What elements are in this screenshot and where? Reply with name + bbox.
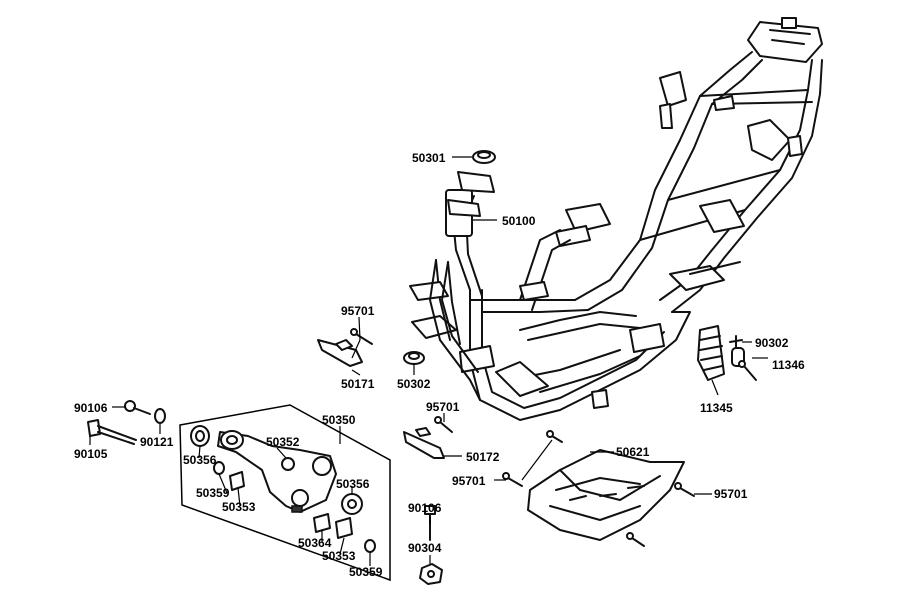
part-90121-washer — [154, 408, 166, 424]
part-50302-grommet — [403, 351, 425, 365]
part-11346-screw — [738, 360, 757, 381]
label-95701-c: 95701 — [452, 474, 486, 488]
part-50364-bolt — [313, 513, 331, 533]
label-50353-b: 50353 — [322, 549, 356, 563]
part-50301-grommet — [472, 150, 496, 164]
label-95701-d: 95701 — [714, 487, 748, 501]
label-50359-a: 50359 — [196, 486, 230, 500]
label-50621: 50621 — [616, 445, 650, 459]
label-50172: 50172 — [466, 450, 500, 464]
label-11346: 11346 — [772, 358, 805, 372]
label-50352: 50352 — [266, 435, 300, 449]
part-50359-collar-b — [364, 539, 376, 553]
label-90106-b: 90106 — [408, 501, 442, 515]
leader-lines — [89, 156, 768, 566]
label-50350: 50350 — [322, 413, 356, 427]
part-50353-collar-b — [335, 517, 353, 539]
part-90105-long-bolt — [87, 419, 137, 445]
part-50352-stopper — [281, 457, 295, 471]
label-90106-a: 90106 — [74, 401, 108, 415]
label-90304: 90304 — [408, 541, 442, 555]
label-90302: 90302 — [755, 336, 789, 350]
engine-hanger-group — [179, 404, 391, 582]
label-50364: 50364 — [298, 536, 332, 550]
label-50356-a: 50356 — [183, 453, 217, 467]
part-95701-bolt-a — [350, 328, 373, 345]
label-95701-a: 95701 — [341, 304, 375, 318]
part-90304-nut — [419, 563, 443, 585]
label-95701-b: 95701 — [426, 400, 460, 414]
part-90302-clip — [729, 335, 745, 367]
part-90106-bolt-a — [124, 400, 151, 415]
part-50172-bracket — [403, 427, 445, 459]
label-50353-a: 50353 — [222, 500, 256, 514]
part-90106-bolt-b — [424, 505, 436, 541]
label-50100: 50100 — [502, 214, 536, 228]
callout-labels: 50301 50100 95701 50171 50302 90302 1134… — [74, 151, 805, 579]
label-90121: 90121 — [140, 435, 174, 449]
label-90105: 90105 — [74, 447, 108, 461]
label-50302: 50302 — [397, 377, 431, 391]
part-50356-bushing-a — [190, 425, 210, 447]
part-11345-intake-duct — [697, 325, 725, 381]
label-11345: 11345 — [700, 401, 733, 415]
label-50356-b: 50356 — [336, 477, 370, 491]
part-95701-screw-d — [626, 482, 695, 547]
part-95701-screw-c — [502, 430, 563, 487]
main-frame — [409, 17, 823, 421]
label-50171: 50171 — [341, 377, 375, 391]
label-50301: 50301 — [412, 151, 446, 165]
part-50621-under-cover — [527, 449, 685, 541]
part-50356-bushing-b — [341, 493, 363, 515]
label-50359-b: 50359 — [349, 565, 383, 579]
part-50171-bracket — [317, 339, 363, 367]
part-50353-collar-a — [229, 471, 245, 491]
part-95701-bolt-b — [434, 416, 453, 433]
